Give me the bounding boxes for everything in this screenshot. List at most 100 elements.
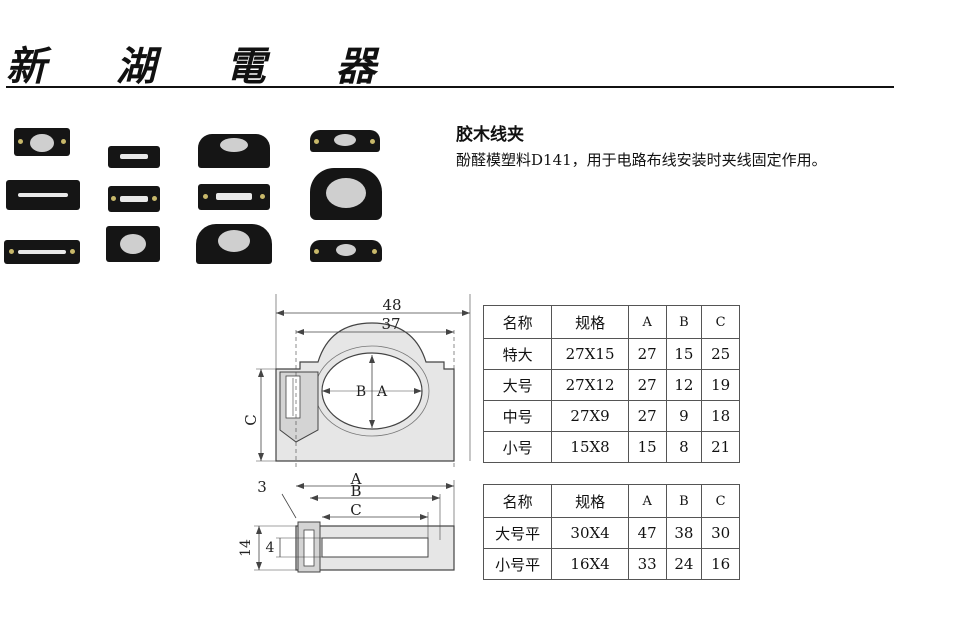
brand-logo: 新 湖 電 器 xyxy=(6,43,404,90)
cell-a: 33 xyxy=(627,548,667,580)
cell-spec: 27X9 xyxy=(551,400,629,432)
cell-c: 16 xyxy=(701,548,740,580)
table-row: 大号平 30X4 47 38 30 xyxy=(482,517,740,549)
clamp-photo-8 xyxy=(198,184,270,210)
clamp-slot xyxy=(120,154,148,159)
clamp-hole xyxy=(336,244,356,256)
header-spec: 规格 xyxy=(551,484,629,518)
table-row: 小号 15X8 15 8 21 xyxy=(482,431,740,463)
header-divider xyxy=(6,86,894,88)
screw-icon xyxy=(18,139,23,144)
cell-spec: 16X4 xyxy=(551,548,629,580)
clamp-photo-1 xyxy=(14,128,70,156)
clamp-slot xyxy=(18,193,68,197)
screw-icon xyxy=(70,249,75,254)
cell-a: 47 xyxy=(627,517,667,549)
screw-icon xyxy=(203,194,208,199)
dim-14: 14 xyxy=(238,539,254,557)
dim-c-flat: C xyxy=(350,501,361,519)
clamp-top-view xyxy=(256,294,471,470)
cell-spec: 15X8 xyxy=(551,431,629,463)
table-row: 大号 27X12 27 12 19 xyxy=(482,369,740,401)
header-c: C xyxy=(701,305,740,339)
header-spec: 规格 xyxy=(551,305,629,339)
dim-37: 37 xyxy=(381,315,400,333)
clamp-photo-4 xyxy=(108,146,160,168)
header-b: B xyxy=(665,305,703,339)
cell-name: 小号 xyxy=(482,431,553,463)
cell-c: 21 xyxy=(701,431,740,463)
dim-3: 3 xyxy=(257,478,267,496)
cell-name: 特大 xyxy=(482,338,553,370)
clamp-slot xyxy=(216,193,252,200)
clamp-slot xyxy=(18,250,66,254)
clamp-photo-7 xyxy=(198,134,270,168)
header-a: A xyxy=(627,305,667,339)
clamp-hole xyxy=(120,234,146,254)
product-title: 胶木线夹 xyxy=(456,125,524,145)
clamp-slot xyxy=(120,196,148,202)
screw-icon xyxy=(9,249,14,254)
clamp-photo-5 xyxy=(108,186,160,212)
cell-c: 30 xyxy=(701,517,740,549)
screw-icon xyxy=(260,194,265,199)
header-name: 名称 xyxy=(482,305,553,339)
table-row: 小号平 16X4 33 24 16 xyxy=(482,548,740,580)
clamp-hole xyxy=(218,230,250,252)
dim-a-top: A xyxy=(376,384,388,400)
cell-c: 25 xyxy=(701,338,740,370)
cell-a: 27 xyxy=(627,400,667,432)
table-row: 特大 27X15 27 15 25 xyxy=(482,338,740,370)
dim-48: 48 xyxy=(382,296,401,314)
cell-b: 38 xyxy=(665,517,703,549)
cell-b: 24 xyxy=(665,548,703,580)
table-row: 中号 27X9 27 9 18 xyxy=(482,400,740,432)
cell-a: 27 xyxy=(627,369,667,401)
clamp-photo-6 xyxy=(106,226,160,262)
cell-b: 9 xyxy=(665,400,703,432)
header-c: C xyxy=(701,484,740,518)
dim-b-flat: B xyxy=(350,482,361,500)
header-a: A xyxy=(627,484,667,518)
cell-spec: 27X15 xyxy=(551,338,629,370)
cell-name: 大号 xyxy=(482,369,553,401)
cell-spec: 30X4 xyxy=(551,517,629,549)
cell-spec: 27X12 xyxy=(551,369,629,401)
cell-b: 8 xyxy=(665,431,703,463)
clamp-photo-2 xyxy=(6,180,80,210)
product-photos xyxy=(0,116,400,276)
dim-c-top: C xyxy=(242,414,260,425)
screw-icon xyxy=(111,196,116,201)
clamp-hole xyxy=(30,134,54,152)
screw-icon xyxy=(61,139,66,144)
dim-b-top: B xyxy=(356,384,366,400)
cell-name: 中号 xyxy=(482,400,553,432)
clamp-hole xyxy=(220,138,248,152)
screw-icon xyxy=(314,249,319,254)
screw-icon xyxy=(372,249,377,254)
cell-b: 15 xyxy=(665,338,703,370)
clamp-hole xyxy=(334,134,356,146)
screw-icon xyxy=(152,196,157,201)
dim-4: 4 xyxy=(266,540,275,556)
screw-icon xyxy=(314,139,319,144)
table-header-row: 名称 规格 A B C xyxy=(482,305,740,339)
clamp-photo-10 xyxy=(310,130,380,152)
spec-table-flat: 名称 规格 A B C 大号平 30X4 47 38 30 小号平 16X4 3… xyxy=(482,484,740,580)
cell-a: 27 xyxy=(627,338,667,370)
dim-a-flat: A xyxy=(350,470,362,488)
table-header-row: 名称 规格 A B C xyxy=(482,484,740,518)
clamp-flat-view xyxy=(254,480,455,573)
product-description: 酚醛模塑料D141，用于电路布线安装时夹线固定作用。 xyxy=(456,151,827,169)
header-name: 名称 xyxy=(482,484,553,518)
cell-a: 15 xyxy=(627,431,667,463)
clamp-photo-11 xyxy=(310,168,382,220)
cell-b: 12 xyxy=(665,369,703,401)
clamp-photo-3 xyxy=(4,240,80,264)
clamp-photo-9 xyxy=(196,224,272,264)
cell-c: 18 xyxy=(701,400,740,432)
cell-c: 19 xyxy=(701,369,740,401)
screw-icon xyxy=(370,139,375,144)
spec-table-standard: 名称 规格 A B C 特大 27X15 27 15 25 大号 27X12 2… xyxy=(482,305,740,463)
